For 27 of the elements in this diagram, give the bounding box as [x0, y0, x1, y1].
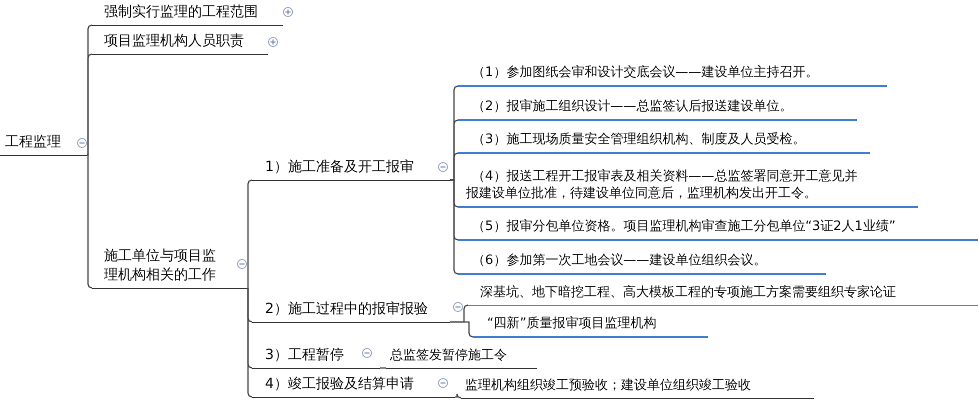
topic-text: （4）报送工程开工报审表及相关资料——总监签署同意开工意见并报建设单位批准，待建设单位同意后，监理机构发出开工令。	[466, 168, 858, 203]
topic-text: （1）参加图纸会审和设计交底会议——建设单位主持召开。	[472, 64, 818, 82]
topic-text: （5）报审分包单位资格。项目监理机构审查施工分包单位“3证2人1业绩”	[472, 218, 896, 236]
branch-connector	[247, 287, 253, 398]
branch-connector	[247, 179, 253, 289]
topic-text: （3）施工现场质量安全管理组织机构、制度及人员受检。	[472, 131, 806, 149]
branch-connector	[86, 53, 93, 156]
topic-text: 4）竣工报验及结算申请	[265, 375, 414, 394]
topic-text: （6）参加第一次工地会议——建设单位组织会议。	[472, 252, 766, 270]
topic-text: 3）工程暂停	[265, 346, 344, 365]
topic-text: 项目监理机构人员职责	[104, 32, 244, 51]
branch-connector	[450, 179, 459, 275]
topic-text: 总监签发暂停施工令	[390, 347, 507, 365]
topic-text: （2）报审施工组织设计——总监签认后报送建设单位。	[472, 98, 792, 116]
topic-text: “四新”质量报审项目监理机构	[487, 315, 656, 333]
topic-text: 1）施工准备及开工报审	[265, 158, 414, 177]
branch-connector	[380, 367, 386, 369]
topic-node	[92, 30, 268, 55]
branch-connector	[450, 321, 474, 338]
topic-text: 工程监理	[5, 133, 61, 152]
branch-connector	[455, 393, 462, 399]
topic-text: 施工单位与项目监理机构相关的工作	[104, 247, 217, 285]
topic-text: 监理机构组织竣工预验收；建设单位组织竣工验收	[465, 377, 751, 395]
topic-text: 深基坑、地下暗挖工程、高大模板工程的专项施工方案需要组织专家论证	[480, 284, 896, 302]
topic-text: 强制实行监理的工程范围	[104, 3, 258, 22]
topic-text: 2）施工过程中的报审报验	[265, 300, 428, 319]
branch-connector	[86, 154, 93, 289]
